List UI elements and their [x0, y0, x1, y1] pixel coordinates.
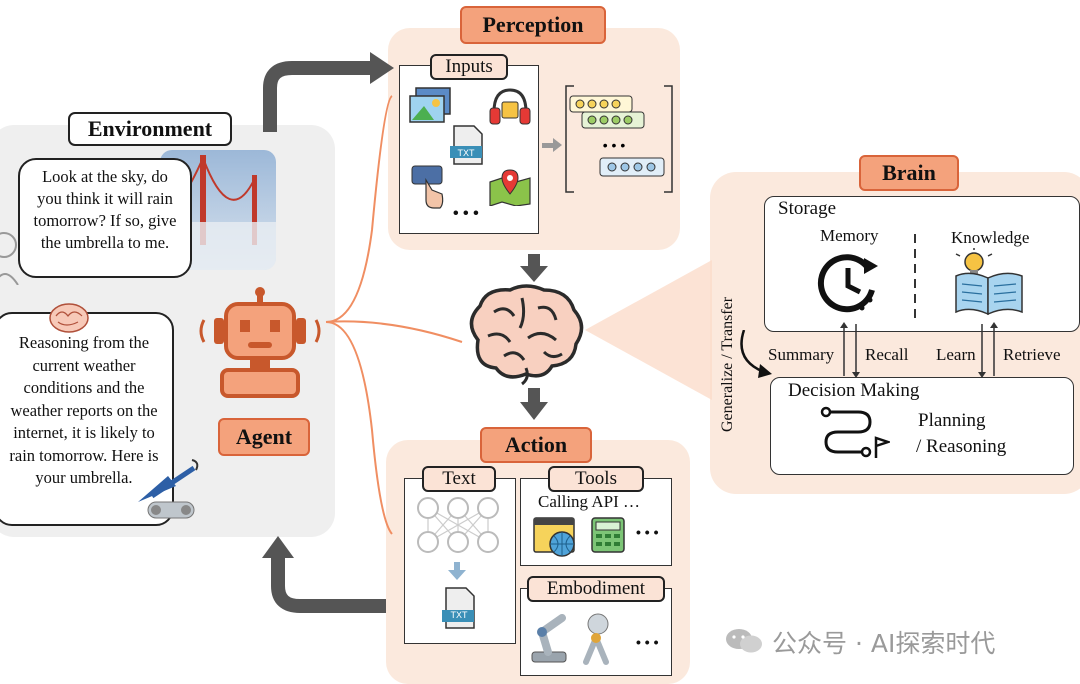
environment-title: Environment: [68, 112, 232, 146]
embodiment-label: Embodiment: [527, 576, 665, 602]
svg-text:• • •: • • •: [603, 137, 626, 153]
image-gallery-icon: [409, 87, 451, 123]
headphones-icon: [489, 88, 531, 125]
arrow-action-to-env: [271, 556, 386, 613]
summary-label: Summary: [768, 345, 835, 364]
decision-label: Decision Making: [788, 380, 920, 401]
text-label: Text: [422, 466, 496, 492]
arrow-env-to-perception: [263, 61, 372, 132]
learn-retrieve-arrows: [978, 322, 998, 378]
wechat-icon: [726, 629, 762, 653]
clock-memory-icon: [817, 254, 878, 313]
calculator-icon: [591, 517, 625, 553]
decision-box: [770, 377, 1074, 475]
connector-perception: [325, 95, 393, 323]
umbrella-robot-icon: [138, 459, 199, 519]
learn-label: Learn: [936, 345, 976, 364]
svg-text:TXT: TXT: [458, 148, 476, 158]
watermark-text: 公众号 · AI探索时代: [772, 629, 996, 658]
path-flag-icon: [820, 406, 890, 458]
central-brain-icon: [469, 284, 584, 386]
txt-file-icon: TXT: [450, 125, 483, 165]
touch-icon: [411, 165, 444, 209]
planning-line1: Planning: [918, 410, 986, 431]
connector-action: [325, 321, 393, 535]
agent-speech-bubble: Reasoning from the current weather condi…: [0, 312, 174, 526]
inputs-more: • • •: [453, 205, 479, 222]
human-speech-bubble: Look at the sky, do you think it will ra…: [18, 158, 192, 278]
agent-label: Agent: [218, 418, 310, 456]
storage-divider: [914, 234, 916, 320]
arrow-perception-to-brain: [520, 266, 548, 282]
embedding-vectors-icon: • • •: [569, 95, 665, 177]
perception-title: Perception: [460, 6, 606, 44]
small-brain-icon: [49, 303, 89, 333]
browser-globe-icon: [533, 517, 575, 557]
generalize-arrow: [740, 330, 772, 378]
robot-arm-icon: [531, 613, 609, 665]
recall-label: Recall: [865, 345, 909, 364]
output-txt-label: TXT: [450, 610, 468, 620]
output-txt-file-icon: [442, 587, 475, 629]
human-icon: [0, 232, 19, 285]
memory-label: Memory: [820, 226, 879, 245]
tools-label: Tools: [548, 466, 644, 492]
book-lightbulb-icon: [955, 248, 1023, 316]
storage-label: Storage: [778, 198, 837, 219]
planning-line2: / Reasoning: [916, 436, 1007, 457]
connector-brain: [325, 320, 463, 343]
retrieve-label: Retrieve: [1003, 345, 1061, 364]
agent-reply: Reasoning from the current weather condi…: [9, 333, 159, 487]
human-message: Look at the sky, do you think it will ra…: [33, 167, 177, 252]
calling-api-label: Calling API …: [538, 492, 641, 511]
brain-title: Brain: [859, 155, 959, 191]
agent-robot-icon: [199, 287, 321, 398]
storage-box: [764, 196, 1080, 332]
knowledge-label: Knowledge: [951, 228, 1030, 247]
brain-cone: [585, 260, 712, 400]
map-pin-icon: [489, 169, 531, 206]
action-title: Action: [480, 427, 592, 463]
neural-network-icon: [417, 497, 499, 580]
inputs-label: Inputs: [430, 54, 508, 80]
embodiment-more: • • •: [636, 634, 659, 650]
summary-recall-arrows: [840, 322, 860, 378]
arrow-brain-to-action: [520, 402, 548, 420]
tools-more: • • •: [636, 524, 659, 540]
